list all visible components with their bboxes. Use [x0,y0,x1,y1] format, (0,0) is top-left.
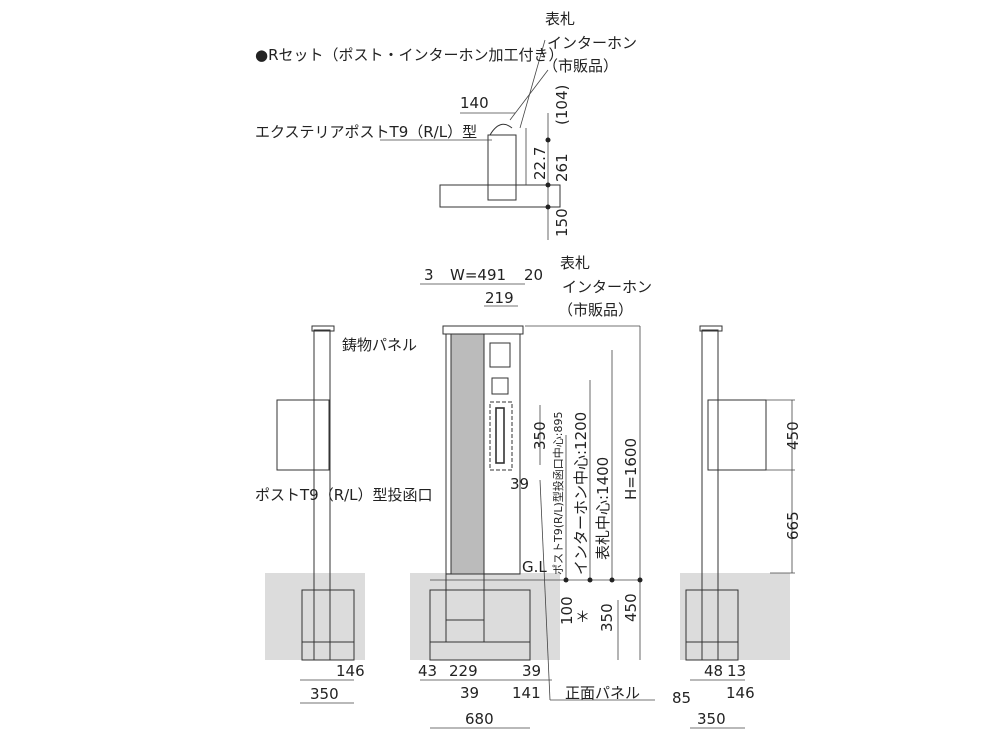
dim-350-depth: 350 [598,603,616,632]
dim-width: W=491 [450,266,506,284]
dim-680: 680 [465,710,494,728]
ground-right [680,573,790,660]
ground-left [265,573,365,660]
dim-39-bottom: 39 [460,684,479,702]
dim-450-depth: 450 [622,593,640,622]
label-cast-panel: 鋳物パネル [342,336,417,354]
dim-3: 3 [424,266,434,284]
dim-left-350: 350 [310,685,339,703]
label-commercial-top: （市販品） [543,57,618,75]
dim-261: 261 [553,153,571,182]
dim-22-7: 22.7 [531,147,549,180]
dim-right-13: 13 [727,662,746,680]
dim-150: 150 [553,208,571,237]
asterisk-note: ＊ [575,608,590,626]
dim-229: 229 [449,662,478,680]
dim-right-450: 450 [784,421,802,450]
label-front-panel: 正面パネル [565,684,640,702]
dim-right-350: 350 [697,710,726,728]
side-view-right [685,325,795,729]
plan-view [380,39,561,240]
dim-219: 219 [485,289,514,307]
dim-left-146: 146 [336,662,365,680]
label-intercom-top: インターホン [547,34,637,52]
dim-104: (104) [553,85,571,125]
dim-140: 140 [460,94,489,112]
label-commercial: （市販品） [558,301,633,319]
dim-right-665: 665 [784,511,802,540]
ground-center [410,573,560,660]
side-view-left [276,325,355,704]
dim-43: 43 [418,662,437,680]
dim-intercom-center: インターホン中心:1200 [572,412,590,575]
label-nameplate: 表札 [560,254,590,272]
dim-right-48: 48 [704,662,723,680]
label-ground-level: G.L [522,558,547,576]
dim-slot-350: 350 [531,421,549,450]
dim-20: 20 [524,266,543,284]
dim-right-85: 85 [672,689,691,707]
dim-right-146: 146 [726,684,755,702]
dim-slot-center: ポストT9(R/L)型投函口中心:895 [551,412,565,575]
dim-141: 141 [512,684,541,702]
label-post-slot: ポストT9（R/L）型投函口 [255,486,433,504]
dim-39-right: 39 [522,662,541,680]
dim-height: H=1600 [622,438,640,500]
label-intercom: インターホン [562,278,652,296]
label-exterior-post: エクステリアポストT9（R/L）型 [255,123,477,141]
dim-100: 100 [558,596,576,625]
front-view [420,283,655,729]
dim-slot-39: 39 [510,475,529,493]
dim-nameplate-center: 表札中心:1400 [594,457,612,560]
diagram-title: ●Rセット（ポスト・インターホン加工付き） [255,46,564,64]
label-nameplate-top: 表札 [545,10,575,28]
